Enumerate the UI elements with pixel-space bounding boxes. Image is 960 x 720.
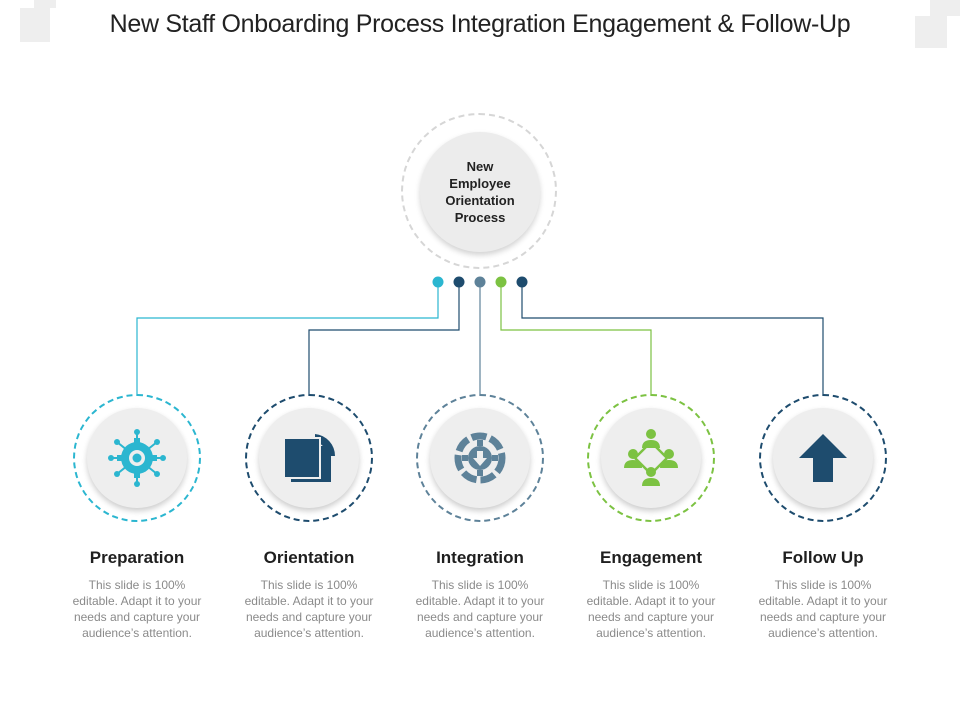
hub-label-line: New bbox=[466, 159, 494, 174]
gear-network-icon bbox=[108, 429, 166, 487]
corner-decoration-top-left bbox=[20, 8, 50, 42]
corner-decoration-top-right-small bbox=[930, 0, 960, 16]
corner-decoration-top-left-small bbox=[34, 0, 56, 8]
up-arrow-icon bbox=[799, 434, 847, 482]
step-title-follow-up: Follow Up bbox=[782, 548, 864, 567]
step-description-integration: This slide is 100% editable. Adapt it to… bbox=[415, 578, 545, 640]
step-node-follow-up bbox=[759, 394, 887, 522]
step-node-integration bbox=[416, 394, 544, 522]
connector-preparation bbox=[136, 283, 439, 394]
corner-decoration-top-right bbox=[915, 16, 947, 48]
step-node-preparation bbox=[73, 394, 201, 522]
connector-dot-orientation bbox=[453, 276, 465, 288]
step-dashed-ring bbox=[416, 394, 544, 522]
step-description-follow-up: This slide is 100% editable. Adapt it to… bbox=[758, 578, 888, 640]
connector-dot-engagement bbox=[495, 276, 507, 288]
hub-label-line: Employee bbox=[449, 176, 511, 191]
gear-arrow-icon bbox=[454, 432, 506, 484]
step-dashed-ring bbox=[587, 394, 715, 522]
step-dashed-ring bbox=[759, 394, 887, 522]
step-title-orientation: Orientation bbox=[263, 548, 355, 567]
hub-dashed-ring bbox=[401, 113, 557, 269]
people-network-icon bbox=[624, 429, 678, 486]
step-dashed-ring bbox=[245, 394, 373, 522]
step-description-preparation: This slide is 100% editable. Adapt it to… bbox=[72, 578, 202, 640]
step-description-orientation: This slide is 100% editable. Adapt it to… bbox=[244, 578, 374, 640]
hub-label: New Employee Orientation Process bbox=[420, 158, 540, 226]
step-title-engagement: Engagement bbox=[599, 548, 703, 567]
step-dashed-ring bbox=[73, 394, 201, 522]
connector-engagement bbox=[500, 283, 652, 394]
hub-circle bbox=[420, 132, 540, 252]
connector-dot-follow-up bbox=[516, 276, 528, 288]
step-title-integration: Integration bbox=[436, 548, 524, 567]
step-circle bbox=[601, 408, 701, 508]
hub-label-line: Process bbox=[454, 210, 506, 225]
connector-orientation bbox=[308, 283, 460, 394]
connector-dot-integration bbox=[474, 276, 486, 288]
connector-follow-up bbox=[521, 283, 824, 394]
hub-label-line: Orientation bbox=[445, 193, 515, 208]
step-node-engagement bbox=[587, 394, 715, 522]
documents-icon bbox=[283, 434, 336, 482]
page-title: New Staff Onboarding Process Integration… bbox=[109, 10, 851, 38]
step-title-preparation: Preparation bbox=[89, 548, 185, 567]
connector-dot-preparation bbox=[432, 276, 444, 288]
step-description-engagement: This slide is 100% editable. Adapt it to… bbox=[586, 578, 716, 640]
step-node-orientation bbox=[245, 394, 373, 522]
